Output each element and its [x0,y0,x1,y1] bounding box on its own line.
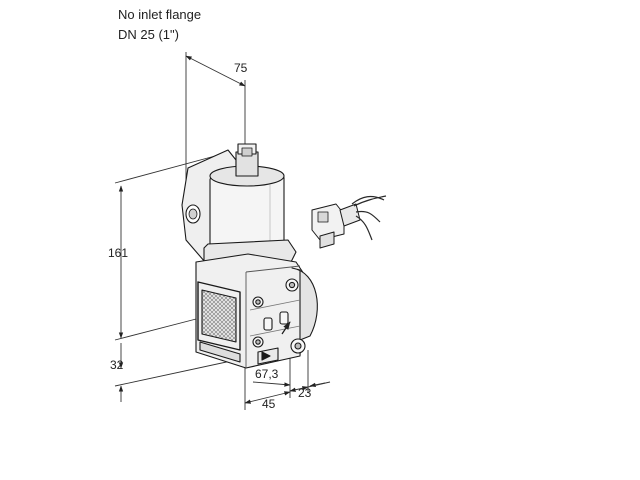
dim-67-line [252,381,291,387]
plug-gland [319,231,335,249]
fittings [252,278,306,365]
dimension-161: 161 [108,246,129,260]
dimension-32: 32 [110,358,124,372]
side-flange [291,267,318,341]
dim-45-line [244,391,291,404]
dimension-75: 75 [234,61,248,75]
cable-plug [311,195,387,249]
dimension-23: 23 [298,386,312,400]
valve-drawing [181,143,318,369]
dimension-45: 45 [262,397,276,411]
ext-32-bottom [114,357,246,387]
caption-no-inlet-flange: No inlet flange [118,7,202,22]
strainer-window [201,289,237,343]
ext-161-bottom [114,317,201,341]
cable-wires [351,195,387,241]
dimension-67-3: 67,3 [255,367,279,381]
test-nipple-1 [263,317,273,331]
dim-23-arrow-out [309,382,326,388]
cable-sleeve [339,203,361,227]
dim-23-line [289,386,309,392]
caption-dn-size: DN 25 (1") [118,27,179,42]
dim-75-line [185,55,246,87]
test-nipple-2 [279,311,289,325]
